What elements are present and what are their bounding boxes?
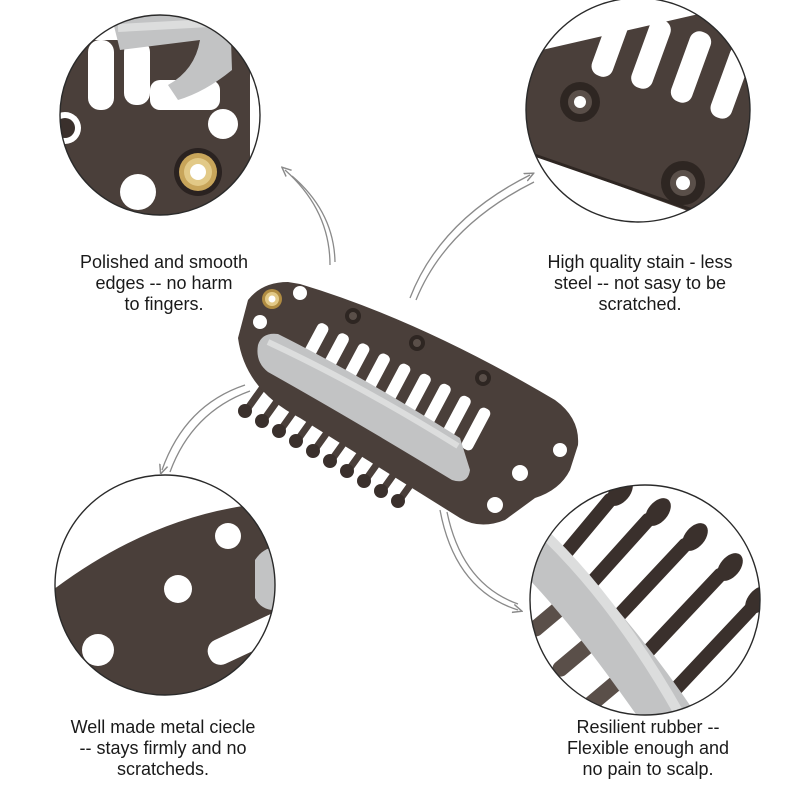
caption-line: no pain to scalp. xyxy=(582,759,714,779)
caption-line: Polished and smooth xyxy=(79,252,249,272)
caption-line: steel -- not sasy to be xyxy=(553,273,727,293)
caption-polished-edges: Polished and smooth edges -- no harm to … xyxy=(34,252,294,315)
curved-arrow-icon xyxy=(439,509,518,610)
caption-line: Flexible enough and xyxy=(566,738,730,758)
zoom-circle-top-right xyxy=(525,0,751,223)
curved-arrow-icon xyxy=(162,384,251,472)
curved-arrow-icon xyxy=(409,175,534,301)
caption-resilient-rubber: Resilient rubber -- Flexible enough and … xyxy=(518,717,778,780)
caption-line: scratched. xyxy=(598,294,682,314)
brass-eyelet xyxy=(262,289,282,309)
hair-clip-product xyxy=(238,282,579,525)
curved-arrow-icon xyxy=(285,170,336,266)
caption-line: to fingers. xyxy=(124,294,204,314)
caption-line: edges -- no harm xyxy=(95,273,233,293)
caption-line: Resilient rubber -- xyxy=(576,717,720,737)
caption-stainless-steel: High quality stain - less steel -- not s… xyxy=(510,252,770,315)
zoom-circle-bottom-left xyxy=(54,474,276,696)
caption-line: -- stays firmly and no xyxy=(79,738,247,758)
caption-line: Well made metal ciecle xyxy=(70,717,256,737)
caption-metal-circle: Well made metal ciecle -- stays firmly a… xyxy=(33,717,293,780)
caption-line: scratcheds. xyxy=(116,759,210,779)
zoom-circle-bottom-right xyxy=(529,484,761,716)
rubber-strip xyxy=(257,333,470,482)
caption-line: High quality stain - less xyxy=(547,252,733,272)
zoom-circle-top-left xyxy=(59,14,261,216)
clip-holes xyxy=(253,286,567,513)
